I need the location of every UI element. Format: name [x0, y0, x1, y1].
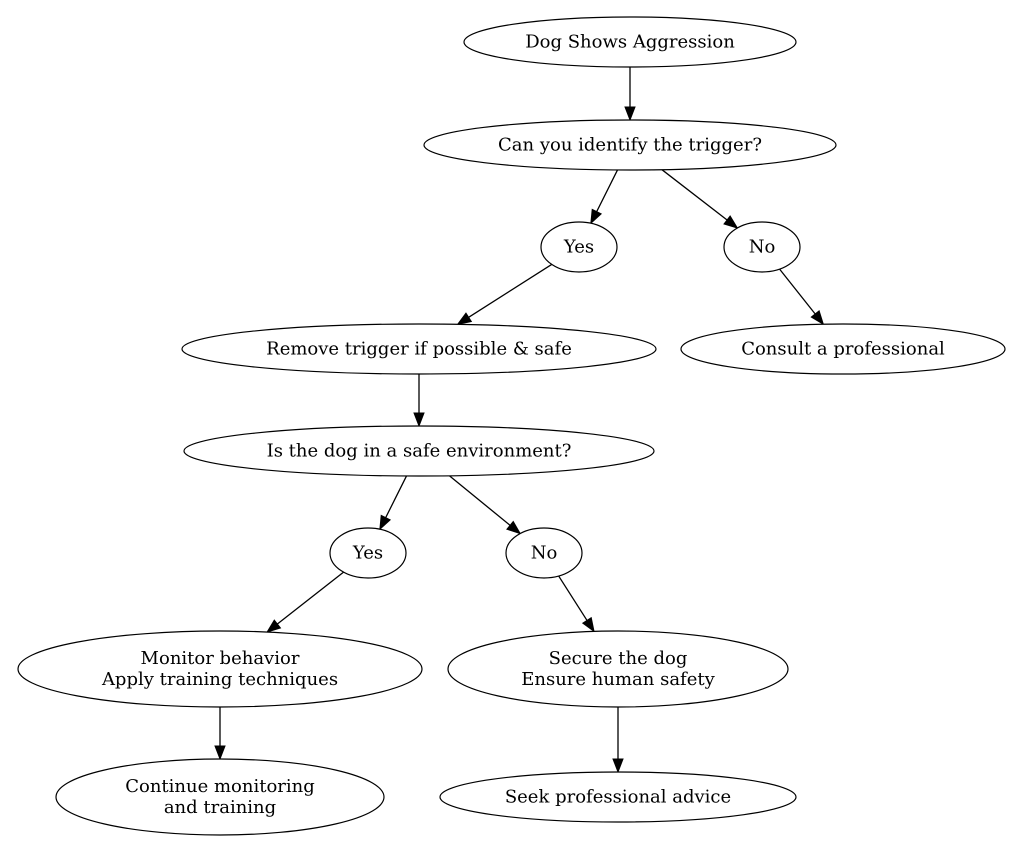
edge-line [448, 475, 511, 526]
edge-line [779, 268, 816, 315]
node-label: Seek professional advice [505, 787, 731, 808]
edge-start-to-q-trigger [624, 67, 636, 122]
edge-line [558, 575, 588, 621]
node-label: Continue monitoring [125, 776, 315, 797]
edge-no1-to-consult [779, 268, 825, 326]
node-ellipse [447, 630, 789, 708]
node-ellipse [680, 323, 1006, 375]
node-no1: No [723, 221, 801, 273]
arrowhead-icon [266, 619, 282, 633]
node-seek: Seek professional advice [439, 771, 797, 823]
node-no2: No [505, 527, 583, 579]
node-ellipse [183, 425, 655, 477]
edge-q-safe-to-yes2 [379, 475, 408, 531]
node-ellipse [723, 221, 801, 273]
node-label: Monitor behavior [141, 648, 300, 669]
edge-line [276, 571, 344, 625]
node-consult: Consult a professional [680, 323, 1006, 375]
node-ellipse [505, 527, 583, 579]
node-q-safe: Is the dog in a safe environment? [183, 425, 655, 477]
node-remove: Remove trigger if possible & safe [181, 323, 657, 375]
node-label: Is the dog in a safe environment? [267, 441, 572, 462]
arrowhead-icon [456, 312, 473, 326]
edge-line [596, 169, 619, 212]
flowchart-edges [214, 67, 825, 774]
node-ellipse [181, 323, 657, 375]
node-label: No [749, 237, 776, 258]
node-label: Consult a professional [741, 339, 945, 360]
node-ellipse [55, 758, 385, 836]
node-yes1: Yes [540, 221, 618, 273]
arrowhead-icon [612, 758, 624, 774]
node-ellipse [329, 527, 407, 579]
node-label: No [531, 543, 558, 564]
node-yes2: Yes [329, 527, 407, 579]
edge-q-trigger-to-no1 [661, 169, 739, 229]
node-q-trigger: Can you identify the trigger? [423, 119, 837, 171]
node-ellipse [540, 221, 618, 273]
node-label: Apply training techniques [101, 669, 338, 690]
node-label: Can you identify the trigger? [498, 135, 762, 156]
edge-yes1-to-remove [456, 263, 553, 326]
arrowhead-icon [723, 215, 739, 229]
node-label: Yes [352, 543, 383, 564]
node-label: Remove trigger if possible & safe [266, 339, 572, 360]
arrowhead-icon [214, 745, 226, 761]
node-label: Secure the dog [549, 648, 688, 669]
edge-q-safe-to-no2 [448, 475, 522, 535]
arrowhead-icon [581, 616, 595, 633]
arrowhead-icon [624, 106, 636, 122]
edge-no2-to-secure [558, 575, 595, 633]
edge-line [661, 169, 728, 221]
edge-monitor-to-continue [214, 707, 226, 761]
arrowhead-icon [506, 520, 522, 535]
node-ellipse [17, 630, 423, 708]
node-label: Ensure human safety [521, 669, 715, 690]
node-ellipse [463, 16, 797, 68]
node-start: Dog Shows Aggression [463, 16, 797, 68]
edge-line [385, 475, 408, 518]
edge-secure-to-seek [612, 707, 624, 774]
edge-q-trigger-to-yes1 [590, 169, 619, 225]
arrowhead-icon [590, 208, 603, 225]
node-label: Yes [563, 237, 594, 258]
arrowhead-icon [413, 412, 425, 428]
node-label: and training [164, 797, 276, 818]
arrowhead-icon [810, 310, 825, 326]
edge-yes2-to-monitor [266, 571, 344, 633]
edge-line [468, 263, 553, 318]
node-ellipse [439, 771, 797, 823]
arrowhead-icon [379, 514, 392, 531]
node-label: Dog Shows Aggression [525, 32, 735, 53]
node-ellipse [423, 119, 837, 171]
edge-remove-to-q-safe [413, 374, 425, 428]
